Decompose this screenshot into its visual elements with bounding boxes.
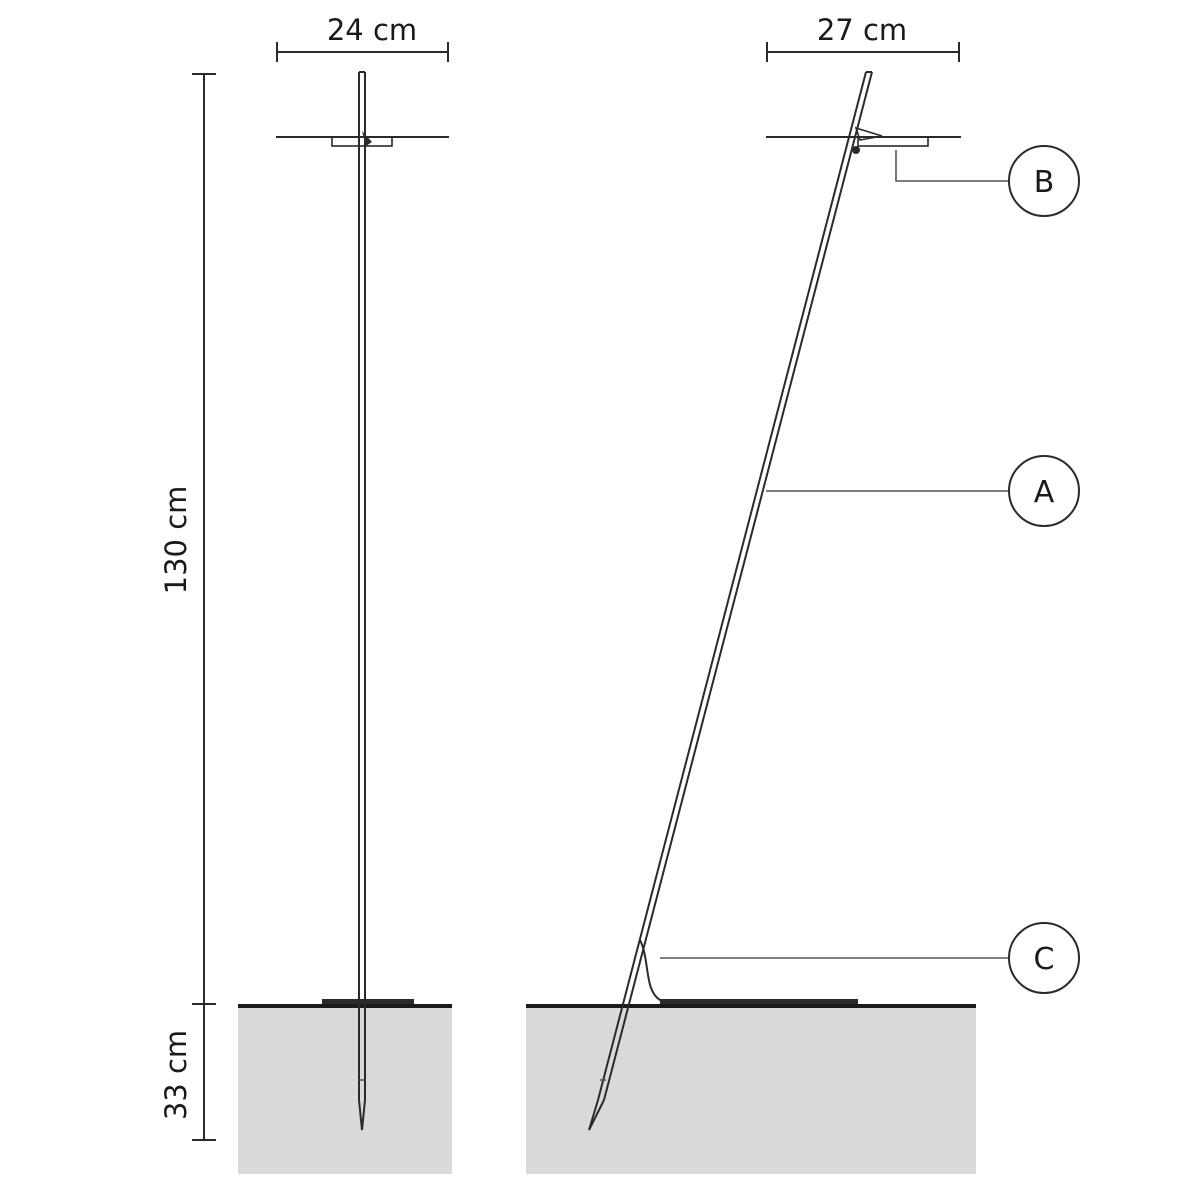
callout-c-label: C <box>1034 942 1055 977</box>
right-base-plate <box>660 999 858 1004</box>
left-base-plate <box>322 999 414 1004</box>
vertical-dimension <box>192 73 216 1141</box>
left-lamp-pole <box>358 71 366 1131</box>
callout-c <box>660 922 1080 994</box>
depth-label: 33 cm <box>159 1030 193 1120</box>
callout-a <box>766 455 1080 527</box>
right-lamp-shade <box>766 126 961 154</box>
left-width-dimension <box>276 42 449 62</box>
right-ground-block <box>526 1006 976 1174</box>
left-lamp-shade <box>276 131 449 147</box>
callout-b-label: B <box>1034 165 1055 200</box>
height-label: 130 cm <box>159 486 193 595</box>
callout-a-label: A <box>1034 475 1055 510</box>
left-width-label: 24 cm <box>327 13 417 47</box>
right-lamp-pole <box>588 71 873 1131</box>
right-width-label: 27 cm <box>817 13 907 47</box>
left-ground-block <box>238 1006 452 1174</box>
right-width-dimension <box>766 42 960 62</box>
right-lamp-cable <box>639 939 701 1002</box>
callout-b <box>895 145 1080 217</box>
